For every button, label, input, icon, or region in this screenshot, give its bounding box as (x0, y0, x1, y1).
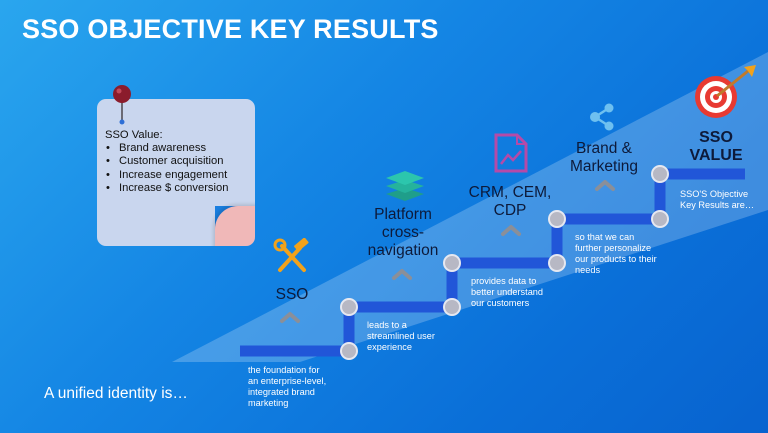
step-node (443, 254, 461, 272)
note-item: Brand awareness (106, 142, 249, 155)
tools-icon (273, 238, 309, 272)
stage-label-crm: CRM, CEM, CDP (468, 184, 552, 219)
note-item: Increase engagement (106, 169, 249, 182)
target-icon (695, 65, 756, 118)
stage-label-sso-value: SSO VALUE (689, 129, 743, 164)
note-heading: SSO Value: (105, 129, 163, 141)
note-item: Customer acquisition (106, 155, 249, 168)
stage-label-brand: Brand & Marketing (569, 140, 639, 175)
stack-icon (386, 171, 424, 201)
step-node (548, 210, 566, 228)
step-description: provides data to better understand our c… (471, 276, 544, 308)
step-node (340, 342, 358, 360)
step-description: leads to a streamlined user experience (367, 320, 435, 352)
page-title: SSO OBJECTIVE KEY RESULTS (22, 14, 439, 44)
step-description: SSO'S Objective Key Results are… (680, 189, 755, 210)
step-description: so that we can further personalize our p… (575, 232, 657, 275)
step-node (651, 210, 669, 228)
note-page-curl (215, 206, 255, 246)
step-node (548, 254, 566, 272)
step-nodes (340, 165, 669, 360)
up-chevron-icon (595, 180, 615, 191)
stage-label-sso: SSO (275, 286, 309, 303)
step-node (340, 298, 358, 316)
step-node (443, 298, 461, 316)
pushpin-icon (113, 85, 131, 125)
note-list: Brand awareness Customer acquisition Inc… (105, 142, 249, 195)
document-chart-icon (494, 133, 528, 173)
step-node (651, 165, 669, 183)
note-item: Increase $ conversion (106, 182, 249, 195)
up-chevron-icon (501, 225, 521, 236)
step-description: the foundation for an enterprise-level, … (248, 365, 327, 408)
share-icon (590, 103, 614, 131)
up-chevron-icon (392, 269, 412, 280)
unified-identity-caption: A unified identity is… (44, 385, 188, 402)
stage-label-platform: Platform cross- navigation (367, 206, 439, 259)
up-chevron-icon (280, 312, 300, 323)
